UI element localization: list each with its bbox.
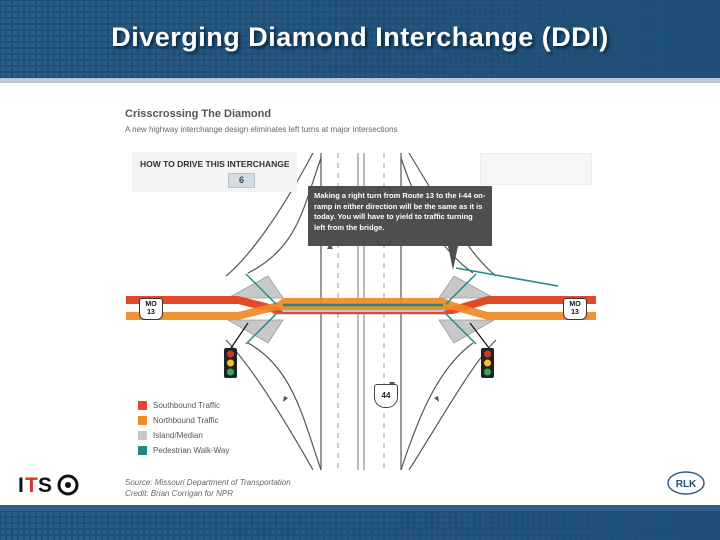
legend-item: Northbound Traffic <box>138 413 229 428</box>
shield-left-bottom: 13 <box>147 309 155 316</box>
route-13-shield-right: MO 13 <box>563 298 587 320</box>
svg-text:T: T <box>25 474 38 496</box>
traffic-light-left <box>224 322 249 378</box>
legend-label: Southbound Traffic <box>153 401 221 410</box>
shield-right-top: MO <box>569 301 581 308</box>
footer-accent-bar <box>0 505 720 511</box>
legend-swatch-walkway <box>138 446 147 455</box>
how-to-panel: HOW TO DRIVE THIS INTERCHANGE 6 <box>132 152 297 192</box>
itso-logo-mark: I T S <box>18 474 79 496</box>
credit-line: Credit: Brian Corrigan for NPR <box>125 489 234 498</box>
legend-label: Northbound Traffic <box>153 416 219 425</box>
legend-swatch-southbound <box>138 401 147 410</box>
step-callout: Making a right turn from Route 13 to the… <box>308 186 492 246</box>
traffic-light-right <box>469 322 494 378</box>
svg-text:RLK: RLK <box>676 479 697 490</box>
legend-label: Pedestrian Walk-Way <box>153 446 230 455</box>
how-to-label: HOW TO DRIVE THIS INTERCHANGE <box>140 159 290 169</box>
step-number-badge: 6 <box>228 173 255 188</box>
interstate-44-shield: 44 <box>374 384 398 408</box>
legend-item: Southbound Traffic <box>138 398 229 413</box>
legend-swatch-northbound <box>138 416 147 425</box>
faded-panel <box>480 153 592 185</box>
footer-pattern <box>0 511 720 540</box>
header-divider <box>0 78 720 83</box>
vehicle-arrows <box>283 243 439 402</box>
legend: Southbound Traffic Northbound Traffic Is… <box>138 398 229 458</box>
slide-header: Diverging Diamond Interchange (DDI) <box>0 0 720 80</box>
traffic-lanes <box>126 296 596 320</box>
legend-item: Pedestrian Walk-Way <box>138 443 229 458</box>
legend-swatch-median <box>138 431 147 440</box>
svg-text:S: S <box>38 474 52 496</box>
rlk-logo: RLK <box>667 471 705 495</box>
figure-subtitle: A new highway interchange design elimina… <box>125 125 398 134</box>
pedestrian-walkway <box>245 267 559 345</box>
svg-text:I: I <box>18 474 23 496</box>
ddi-figure: Crisscrossing The Diamond A new highway … <box>118 98 604 498</box>
callout-pointer <box>448 246 458 270</box>
legend-label: Island/Median <box>153 431 203 440</box>
source-line: Source: Missouri Department of Transport… <box>125 478 291 487</box>
itso-logo: I T S <box>18 472 90 496</box>
slide-title: Diverging Diamond Interchange (DDI) <box>111 22 609 52</box>
shield-left-top: MO <box>145 301 157 308</box>
shield-right-bottom: 13 <box>571 309 579 316</box>
figure-title: Crisscrossing The Diamond <box>125 108 272 120</box>
header-pattern <box>0 0 720 80</box>
route-13-shield-left: MO 13 <box>139 298 163 320</box>
source-credit: Source: Missouri Department of Transport… <box>125 477 291 499</box>
legend-item: Island/Median <box>138 428 229 443</box>
